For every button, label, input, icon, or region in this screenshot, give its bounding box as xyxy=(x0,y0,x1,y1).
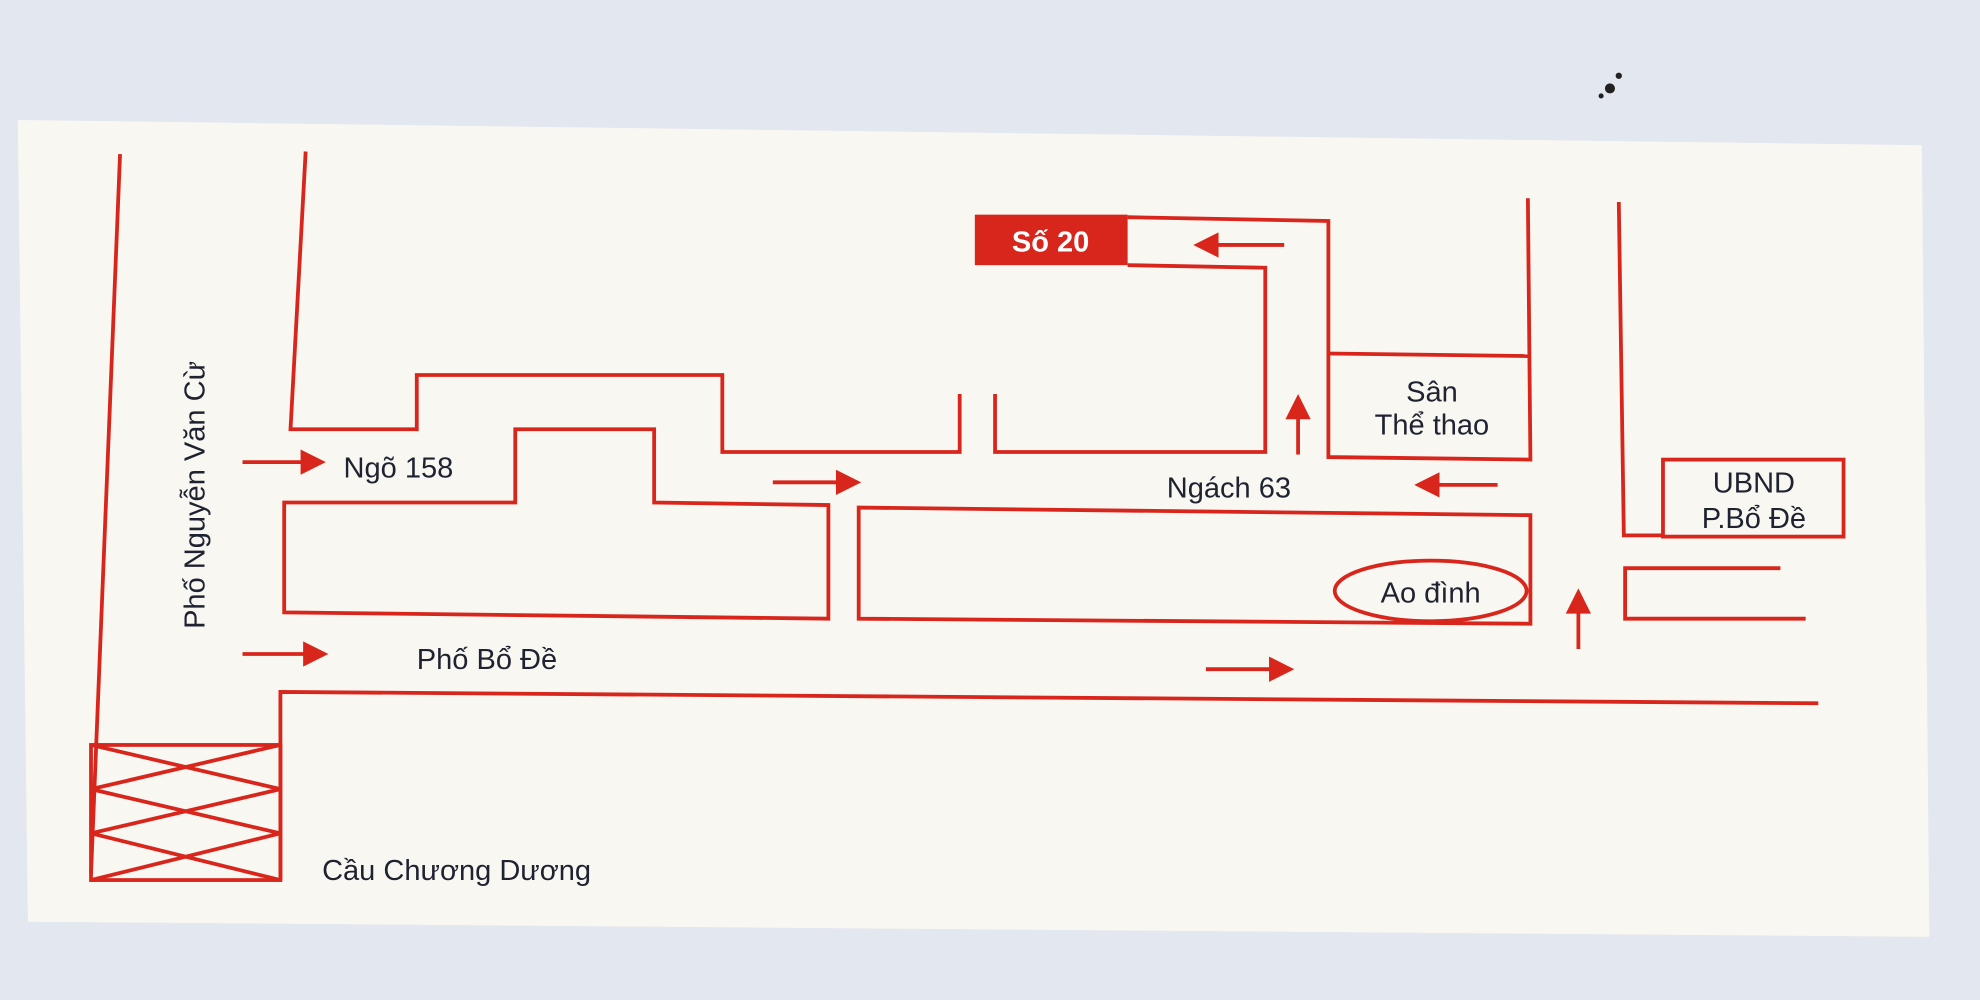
destination-label: Số 20 xyxy=(1012,226,1089,258)
road-block-north-mid xyxy=(993,263,1268,454)
arrow-right-icon xyxy=(242,449,326,475)
landmark-stadium-line2: Thể thao xyxy=(1375,409,1490,441)
street-label-ngach-63: Ngách 63 xyxy=(1167,472,1291,504)
block-ngo-158 xyxy=(282,427,831,621)
street-label-ngo-158: Ngõ 158 xyxy=(344,452,454,484)
road-east-lower xyxy=(1623,566,1806,621)
arrow-left-icon xyxy=(1193,232,1285,258)
block-ao-dinh xyxy=(856,505,1533,626)
arrow-up-icon xyxy=(1565,588,1592,649)
landmark-bridge: Cầu Chương Dương xyxy=(322,855,591,887)
arrow-left-icon xyxy=(1414,472,1498,498)
arrow-up-icon xyxy=(1285,393,1311,455)
landmark-pond: Ao đình xyxy=(1381,577,1481,609)
bridge-hatch xyxy=(89,743,283,882)
landmark-stadium-line1: Sân xyxy=(1406,377,1458,409)
road-east-vertical xyxy=(1616,201,1663,538)
street-label-bo-de: Phố Bổ Đề xyxy=(417,644,557,676)
pond-ellipse xyxy=(1332,558,1529,624)
arrow-right-icon xyxy=(242,641,329,667)
arrow-right-icon xyxy=(772,469,862,495)
road-alley-to-destination xyxy=(1127,198,1533,462)
road-nguyen-van-cu-edge xyxy=(89,153,122,874)
road-block-north-west xyxy=(288,151,962,454)
arrow-right-icon xyxy=(1205,656,1295,682)
street-label-nguyen-van-cu: Phố Nguyễn Văn Cừ xyxy=(179,361,212,629)
destination-marker xyxy=(974,214,1128,266)
landmark-office-line1: UBND xyxy=(1713,467,1795,499)
landmark-office-line2: P.Bổ Đề xyxy=(1702,503,1806,535)
ink-spots xyxy=(1598,72,1622,99)
ubnd-box xyxy=(1661,457,1846,539)
stadium-box-top xyxy=(1328,351,1531,358)
card-background xyxy=(17,119,1930,937)
